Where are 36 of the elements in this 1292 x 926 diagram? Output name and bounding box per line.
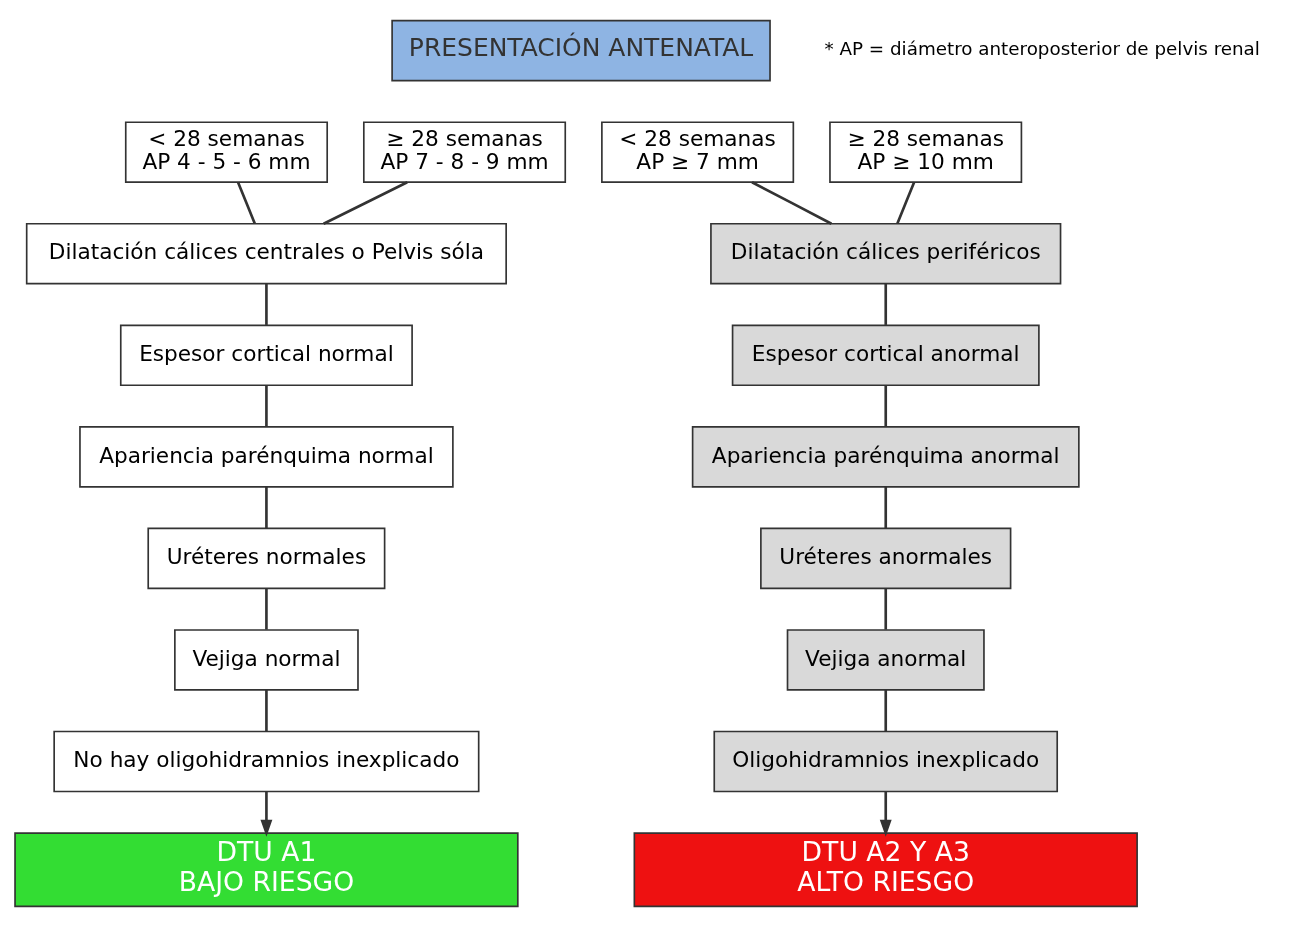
- connector: [884, 283, 888, 325]
- node-box: DTU A1 BAJO RIESGO: [14, 831, 519, 907]
- node-box: Vejiga anormal: [786, 628, 985, 691]
- connector: [265, 283, 268, 325]
- node-box: No hay oligohidramnios inexplicado: [53, 730, 480, 792]
- connector: [884, 588, 888, 630]
- node-box: Dilatación cálices periféricos: [710, 222, 1062, 285]
- node-box: ≥ 28 semanas AP ≥ 10 mm: [829, 120, 1023, 183]
- node-box: Apariencia parénquima normal: [79, 425, 454, 488]
- node-box: < 28 semanas AP ≥ 7 mm: [601, 120, 795, 183]
- node-box: Espesor cortical anormal: [731, 324, 1040, 386]
- node-box: ≥ 28 semanas AP 7 - 8 - 9 mm: [363, 120, 567, 183]
- connector: [884, 486, 888, 528]
- connector: [265, 588, 268, 630]
- node-box: PRESENTACIÓN ANTENATAL: [391, 19, 771, 81]
- node-box: Uréteres anormales: [760, 527, 1012, 589]
- connector: [884, 689, 888, 731]
- connector: [751, 180, 833, 225]
- label: * AP = diámetro anteroposterior de pelvis renal: [824, 37, 1260, 59]
- connector: [896, 181, 916, 224]
- connector: [265, 486, 268, 528]
- node-box: Oligohidramnios inexplicado: [713, 730, 1059, 792]
- connector: [236, 181, 256, 224]
- node-box: Vejiga normal: [174, 628, 359, 691]
- connector: [265, 384, 268, 426]
- connector: [265, 689, 268, 731]
- connector: [323, 180, 408, 225]
- arrow: [260, 791, 273, 837]
- node-box: Apariencia parénquima anormal: [691, 425, 1080, 488]
- arrow: [879, 791, 892, 837]
- node-box: Uréteres normales: [147, 527, 386, 589]
- node-box: DTU A2 Y A3 ALTO RIESGO: [633, 831, 1138, 907]
- node-box: < 28 semanas AP 4 - 5 - 6 mm: [124, 120, 328, 183]
- node-box: Dilatación cálices centrales o Pelvis sóla: [25, 222, 507, 285]
- connector: [884, 384, 888, 426]
- node-box: Espesor cortical normal: [119, 324, 413, 386]
